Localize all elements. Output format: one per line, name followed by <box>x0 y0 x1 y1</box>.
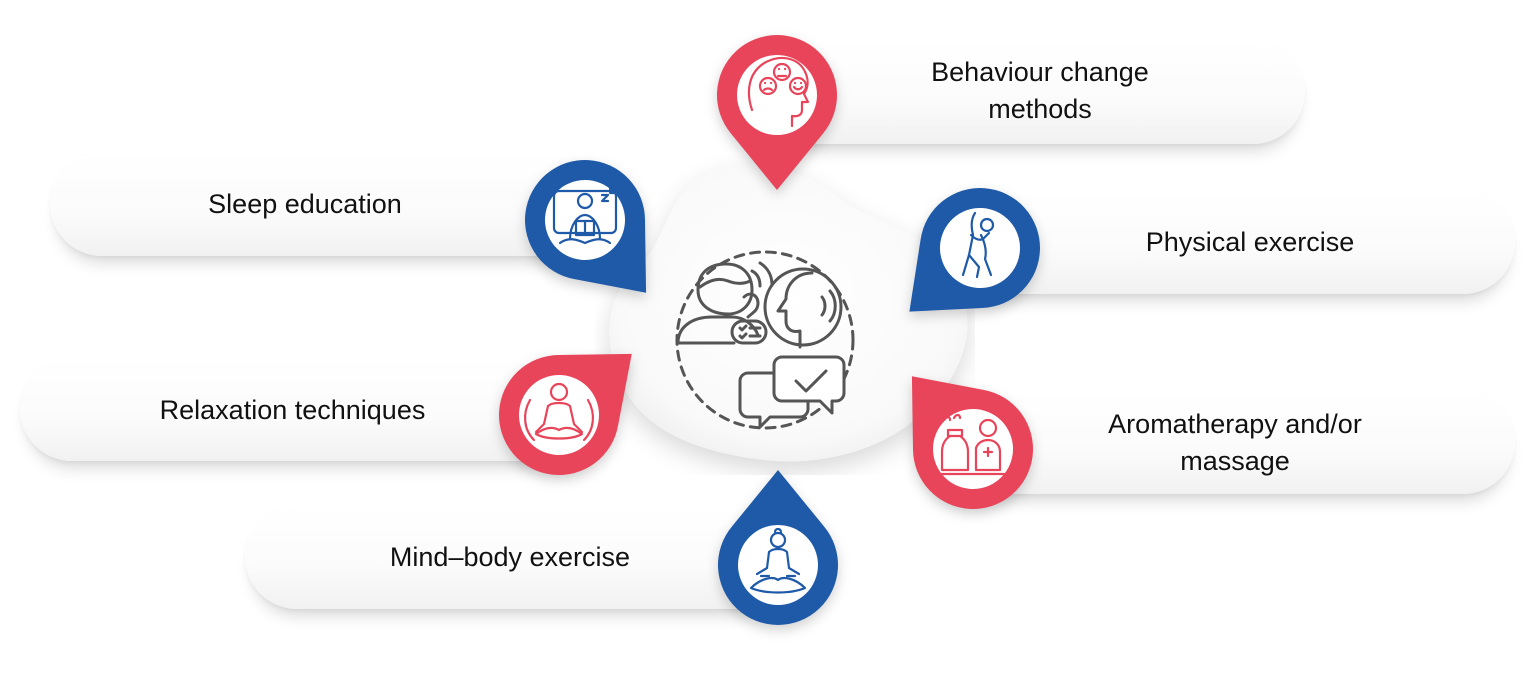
massage-oil-icon <box>940 413 1006 476</box>
sleep-reading-icon <box>552 187 618 245</box>
label-physical: Physical exercise <box>1145 227 1355 257</box>
emotions-head-icon <box>747 56 810 128</box>
label-relaxation: Relaxation techniques <box>159 395 426 425</box>
label-sleep: Sleep education <box>208 189 402 219</box>
badge-mindbody <box>703 470 853 640</box>
communication-icon <box>675 250 855 430</box>
pill-sleep <box>50 152 610 256</box>
meditating-person-icon <box>524 382 594 442</box>
label-mindbody: Mind–body exercise <box>389 542 631 572</box>
pill-mindbody <box>245 505 785 609</box>
stretching-person-icon <box>961 211 995 279</box>
lotus-yoga-icon <box>749 527 807 594</box>
badge-sleep <box>510 145 660 295</box>
badge-aromatherapy <box>898 374 1048 524</box>
label-behaviour: Behaviour change methods <box>931 57 1149 124</box>
label-aromatherapy: Aromatherapy and/or massage <box>1108 409 1362 476</box>
center-blob <box>609 164 968 462</box>
badge-relaxation <box>484 340 634 490</box>
pill-behaviour <box>765 40 1305 144</box>
badge-behaviour <box>702 20 852 190</box>
badge-physical <box>905 173 1055 323</box>
